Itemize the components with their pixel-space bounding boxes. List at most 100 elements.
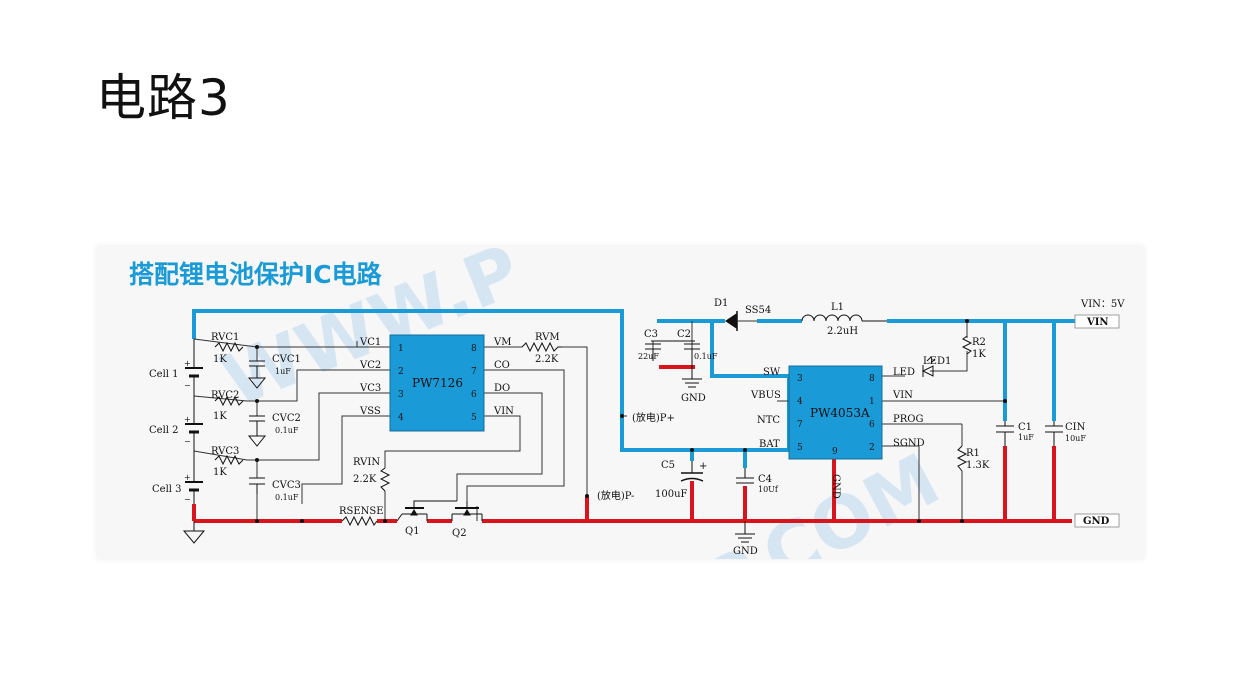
mosfet-q2 (451, 501, 483, 521)
q2-label: Q2 (452, 528, 467, 539)
battery-cell-2 (185, 396, 203, 451)
battery-cell-3 (185, 451, 203, 504)
capacitor-cvc3 (249, 477, 265, 494)
cvc3-label: CVC3 (272, 480, 301, 491)
r2-label: R2 (972, 337, 986, 348)
gnd-port (1074, 513, 1120, 528)
cell-2-minus: − (184, 437, 191, 446)
cvc2-label: CVC2 (272, 413, 301, 424)
pin-num: 4 (398, 413, 404, 423)
rvin-label: RVIN (353, 457, 380, 468)
pin-num: 7 (797, 420, 803, 430)
ground-rail (192, 365, 1072, 523)
vin-port (1074, 314, 1120, 329)
rvc2-value: 1K (213, 411, 227, 422)
r2-value: 1K (972, 349, 986, 360)
cin-value: 10uF (1065, 434, 1086, 443)
pin-num: 2 (398, 367, 404, 377)
capacitor-c5 (680, 461, 704, 482)
ground-symbol-left (182, 521, 206, 544)
battery-cell-1 (185, 339, 203, 396)
r1-value: 1.3K (966, 460, 990, 471)
led-led1 (921, 356, 936, 377)
rvm-value: 2.2K (535, 354, 559, 365)
pin-label: VIN (892, 390, 913, 401)
cell-2-label: Cell 2 (149, 425, 179, 436)
resistor-r1 (956, 445, 968, 472)
chip-pw7126 (389, 334, 485, 432)
c2-value: 0.1uF (694, 352, 718, 361)
resistor-rvc3 (214, 454, 244, 466)
pin-num: 4 (797, 397, 803, 407)
c5-plus: + (699, 461, 707, 472)
circuit-diagram: WWW.P CHIP.COM 搭配锂电池保护IC电路 (129, 246, 1125, 559)
vin-port-label: VIN (1086, 317, 1109, 328)
pin-label: SW (763, 367, 781, 378)
junction-dots (255, 319, 1007, 523)
pin-num: 3 (797, 374, 803, 384)
pin-label: NTC (757, 415, 780, 426)
resistor-rvin (379, 467, 391, 492)
c5-label: C5 (661, 460, 675, 471)
cvc2-value: 0.1uF (275, 426, 299, 435)
c3-value: 22uF (638, 352, 659, 361)
resistor-r2 (961, 335, 973, 355)
pin-label: PROG (893, 414, 923, 425)
cin-label: CIN (1065, 422, 1086, 433)
p-minus-label: (放电)P- (597, 489, 634, 502)
pin-num: 6 (869, 420, 875, 430)
rvc1-value: 1K (213, 354, 227, 365)
cvc1-label: CVC1 (272, 354, 301, 365)
c1-label: C1 (1018, 422, 1032, 433)
l1-value: 2.2uH (827, 326, 858, 337)
p-plus-label: (放电)P+ (632, 411, 675, 424)
rvm-label: RVM (535, 332, 560, 343)
pw7126-left-pins: 1 2 3 4 VC1 VC2 VC3 VSS (359, 337, 404, 423)
circuit-figure: WWW.P CHIP.COM 搭配锂电池保护IC电路 (97, 246, 1144, 559)
pw4053a-left-pins: 3 4 7 5 SW VBUS NTC BAT (750, 367, 803, 453)
mosfet-q1 (396, 500, 457, 522)
rvc1-label: RVC1 (211, 332, 239, 343)
gnd-port-label: GND (1083, 516, 1110, 527)
pin-num: 3 (398, 390, 404, 400)
pw4053a-pin-9: 9 (832, 447, 838, 457)
pin-label: VIN (493, 406, 514, 417)
capacitor-cin (1045, 421, 1063, 446)
resistor-rvc1 (214, 341, 244, 353)
cell-1-plus: + (184, 359, 191, 368)
pin-num: 8 (471, 344, 477, 354)
resistor-rvc2 (214, 395, 244, 407)
cell-3-minus: − (184, 495, 191, 504)
resistor-rsense (341, 515, 378, 527)
pin-num: 5 (797, 443, 803, 453)
gnd-label-c2: GND (681, 393, 706, 404)
chip-pw4053a (788, 365, 883, 460)
c4-label: C4 (758, 474, 772, 485)
slide-title: 电路3 (96, 69, 231, 127)
rvc3-label: RVC3 (211, 446, 239, 457)
capacitor-c2 (682, 343, 702, 388)
pw7126-right-pins: 8 7 6 5 VM CO DO VIN (471, 337, 514, 423)
cvc1-value: 1uF (275, 367, 291, 376)
pin-label: CO (494, 360, 510, 371)
pin-num: 1 (869, 397, 875, 407)
pin-label: VC2 (359, 360, 381, 371)
pw4053a-gnd-label: GND (830, 474, 841, 499)
cell-1-minus: − (184, 381, 191, 390)
capacitor-c3 (645, 340, 695, 361)
c5-value: 100uF (655, 489, 688, 500)
inductor-l1 (801, 314, 887, 322)
led1-label: LED1 (923, 356, 951, 367)
c3-label: C3 (644, 329, 658, 340)
chip-pw4053a-name: PW4053A (810, 406, 870, 420)
pin-num: 2 (869, 443, 875, 453)
positive-rail (192, 309, 1087, 468)
cell-2-plus: + (184, 415, 191, 424)
c4-value: 10Uf (758, 485, 779, 494)
capacitor-cvc2 (247, 415, 267, 447)
capacitor-cvc1 (247, 360, 267, 389)
ground-symbol-bottom (735, 521, 755, 543)
pin-label: LED (893, 367, 915, 378)
l1-label: L1 (831, 302, 844, 313)
pin-label: BAT (759, 439, 780, 450)
